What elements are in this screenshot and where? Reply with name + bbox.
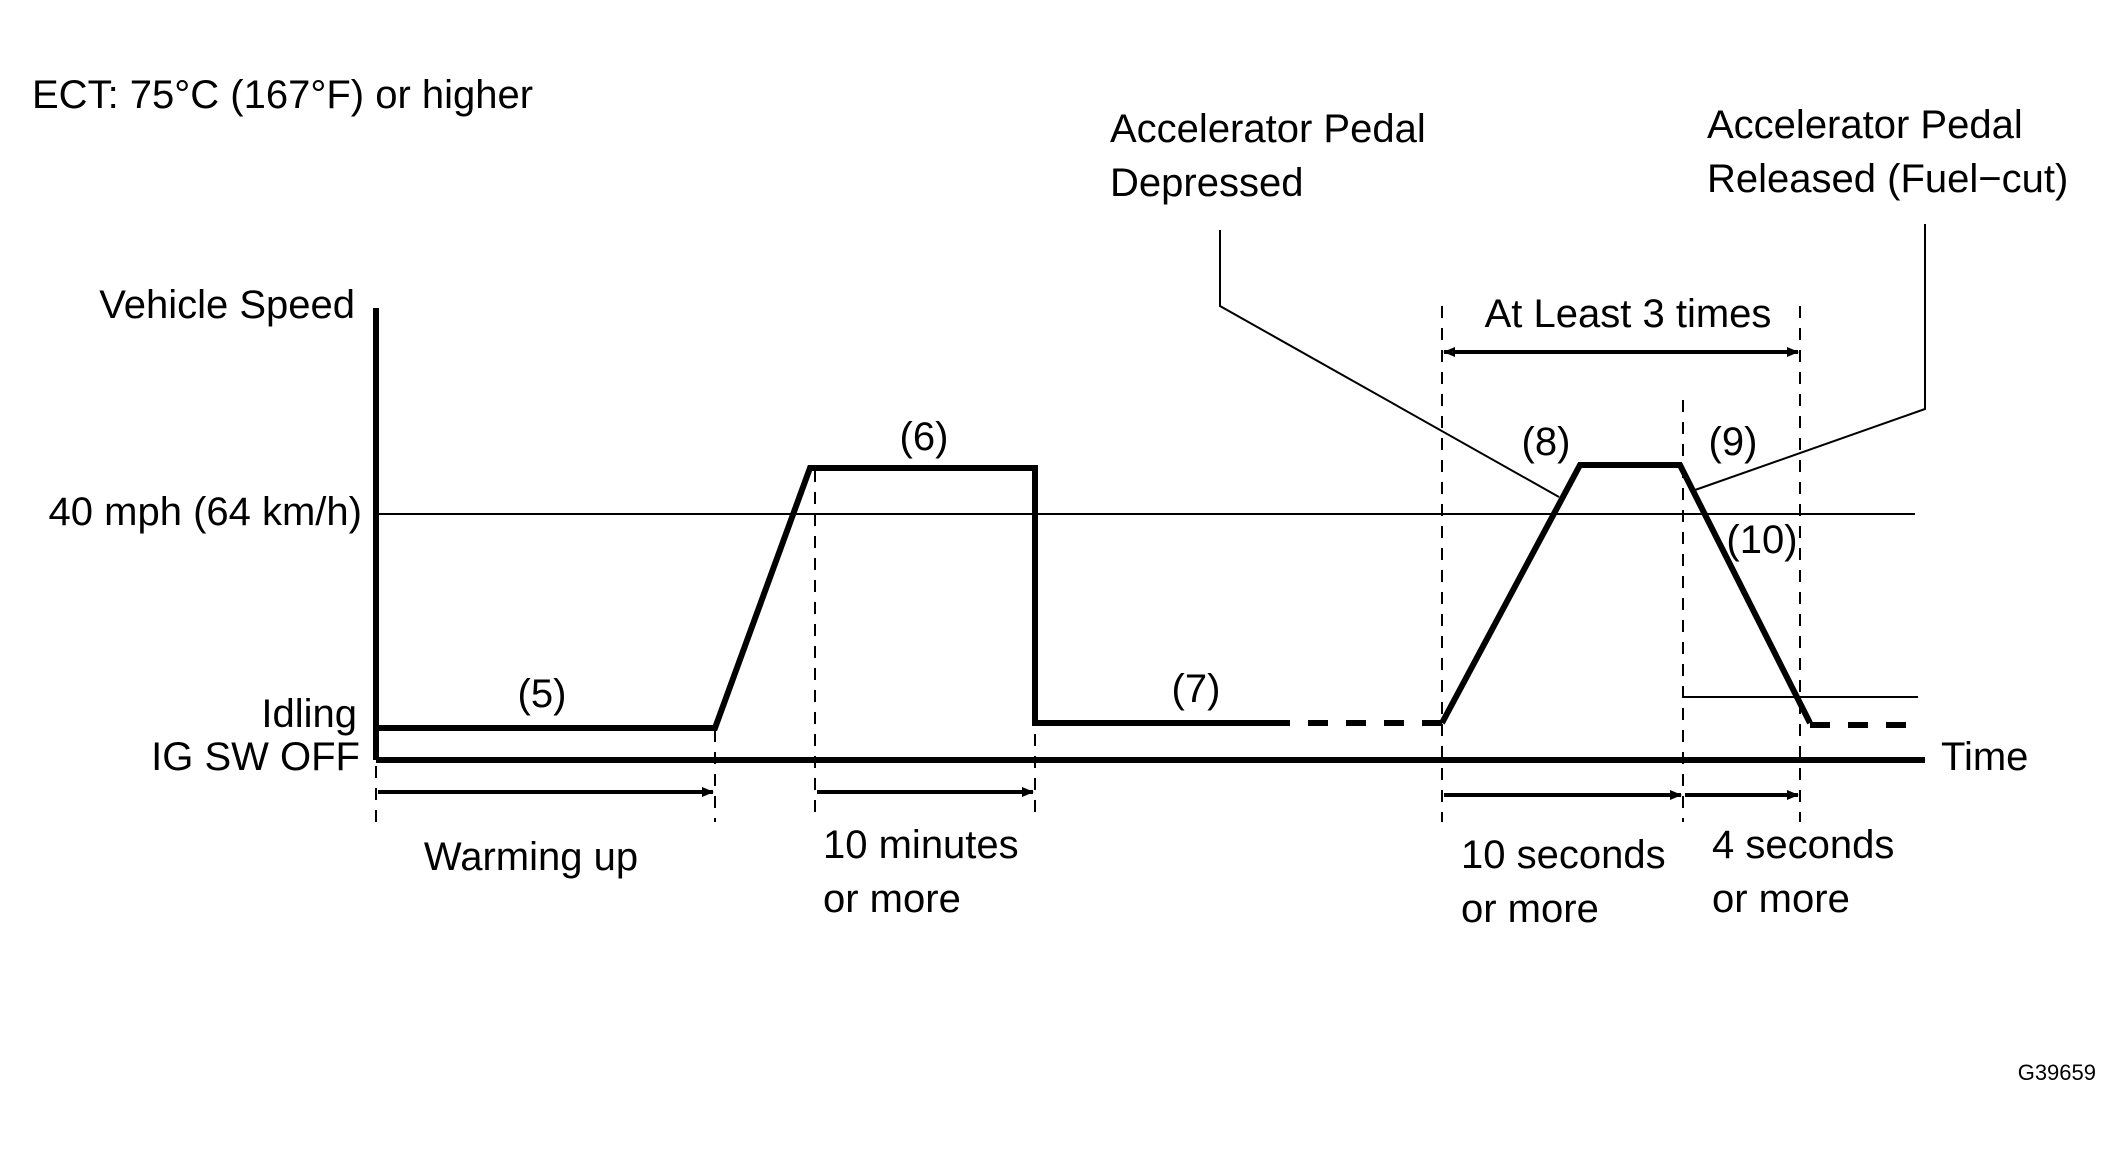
pedal-depressed-line1: Accelerator Pedal	[1110, 107, 1426, 151]
four-seconds-label-line2: or more	[1712, 877, 1850, 921]
ten-minutes-label-line1: 10 minutes	[823, 823, 1019, 867]
ten-seconds-label-line1: 10 seconds	[1461, 833, 1666, 877]
step-8-label: (8)	[1522, 420, 1571, 464]
step-6-label: (6)	[900, 415, 949, 459]
ten-seconds-label-line2: or more	[1461, 887, 1599, 931]
warming-up-label: Warming up	[424, 835, 638, 879]
step-5-label: (5)	[518, 672, 567, 716]
step-9-label: (9)	[1709, 420, 1758, 464]
pedal-depressed-line2: Depressed	[1110, 161, 1303, 205]
idling-label: Idling	[261, 692, 357, 736]
step-10-label: (10)	[1726, 518, 1797, 562]
ig-sw-off-label: IG SW OFF	[151, 735, 360, 779]
released-leader-line	[1694, 224, 1926, 491]
speed-profile-part2	[1439, 462, 1813, 725]
x-axis-title: Time	[1941, 735, 2028, 779]
repeat-label: At Least 3 times	[1485, 292, 1772, 336]
time-guides	[375, 306, 1801, 822]
figure-code: G39659	[2018, 1060, 2096, 1085]
speed-profile-part1	[378, 465, 1270, 731]
speed-level-label: 40 mph (64 km/h)	[49, 490, 362, 534]
pedal-released-line1: Accelerator Pedal	[1707, 103, 2023, 147]
step-7-label: (7)	[1172, 667, 1221, 711]
condition-text: ECT: 75°C (167°F) or higher	[32, 73, 533, 117]
ten-minutes-label-line2: or more	[823, 877, 961, 921]
four-seconds-label-line1: 4 seconds	[1712, 823, 1894, 867]
pedal-released-line2: Released (Fuel−cut)	[1707, 157, 2068, 201]
y-axis-title: Vehicle Speed	[99, 283, 355, 327]
depressed-leader-line	[1219, 230, 1560, 498]
